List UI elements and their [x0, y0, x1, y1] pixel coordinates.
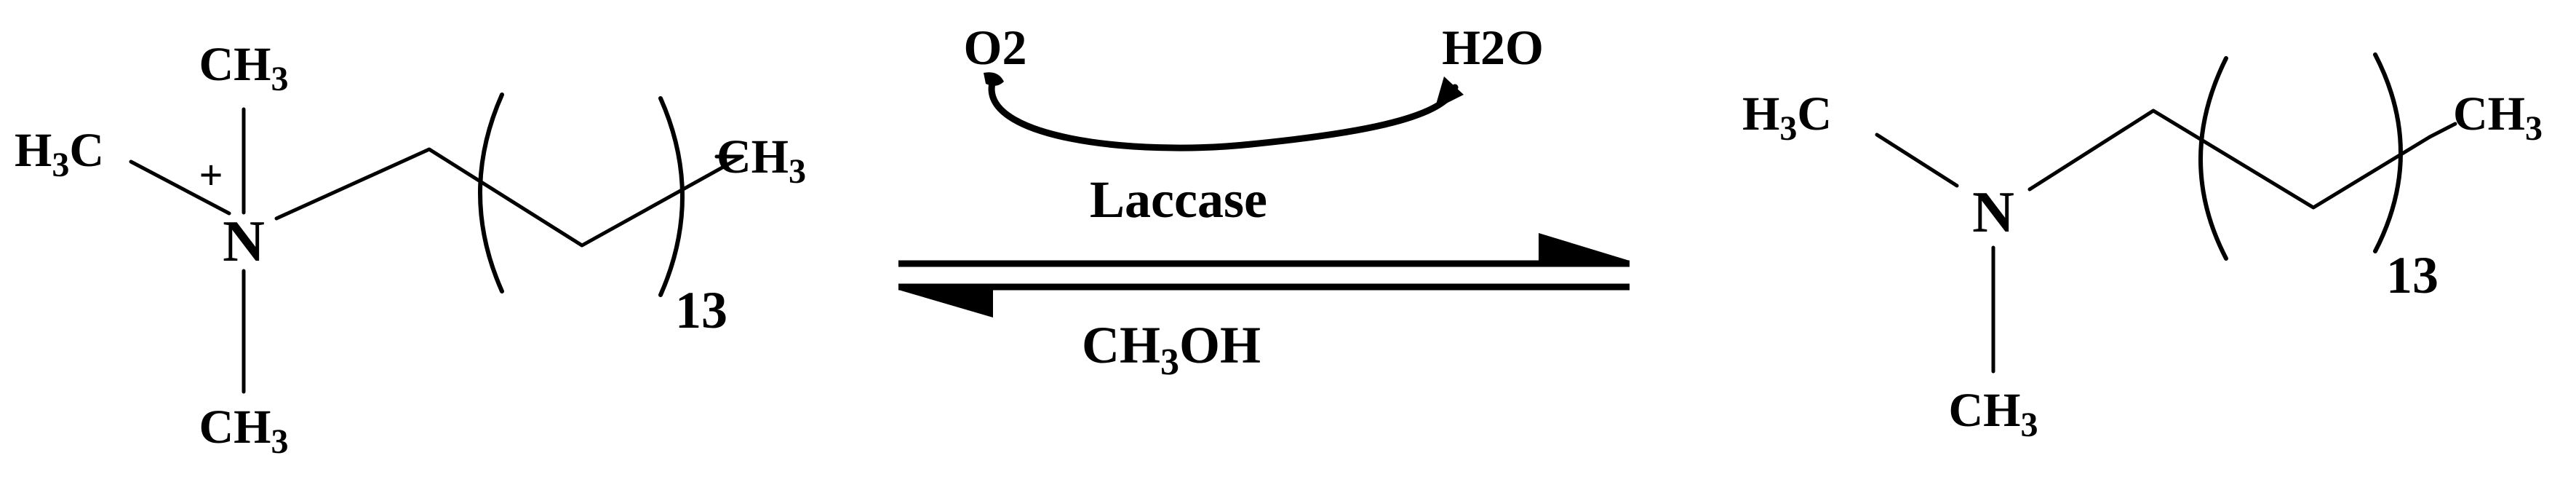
left-bond-n-left-methyl — [129, 159, 231, 216]
right-alkyl-chain — [2027, 109, 2432, 210]
right-bond-chain-terminal — [2428, 122, 2457, 139]
right-nitrogen-label: N — [1972, 181, 2014, 245]
cofactor-arrowhead — [1435, 76, 1464, 109]
left-left-methyl-label: H3C — [15, 124, 104, 184]
cofactor-curved-arrow — [988, 76, 1459, 151]
reverse-reagent-label: CH3OH — [1082, 316, 1261, 383]
cofactor-out-label: H2O — [1442, 20, 1544, 75]
forward-reagent-label: Laccase — [1090, 170, 1267, 229]
right-bond-n-left-methyl — [1875, 133, 1959, 188]
left-nitrogen-label: N — [223, 210, 265, 274]
left-charge-label: + — [199, 151, 223, 199]
left-repeat-count-label: 13 — [675, 281, 727, 339]
reaction-arrows: O2 H2O Laccase CH3OH — [898, 20, 1630, 383]
left-terminal-methyl-label: CH3 — [717, 130, 806, 191]
left-top-methyl-label: CH3 — [199, 38, 289, 98]
cofactor-start-blob — [984, 72, 1004, 86]
right-repeat-count-label: 13 — [2386, 246, 2439, 304]
right-terminal-methyl-label: CH3 — [2453, 87, 2543, 148]
left-bottom-methyl-label: CH3 — [199, 401, 289, 461]
left-molecule: CH3 H3C + N CH3 CH3 13 — [15, 38, 806, 461]
reverse-arrowhead — [898, 284, 993, 318]
right-close-paren — [2373, 52, 2403, 253]
right-molecule: H3C N CH3 CH3 13 — [1742, 52, 2543, 444]
cofactor-in-label: O2 — [964, 20, 1027, 75]
left-alkyl-chain — [274, 147, 744, 248]
right-left-methyl-label: H3C — [1742, 87, 1832, 148]
left-open-paren — [478, 92, 504, 293]
right-bottom-methyl-label: CH3 — [1949, 384, 2038, 444]
right-open-paren — [2198, 56, 2228, 261]
left-close-paren — [658, 96, 685, 297]
forward-arrowhead — [1539, 233, 1630, 267]
